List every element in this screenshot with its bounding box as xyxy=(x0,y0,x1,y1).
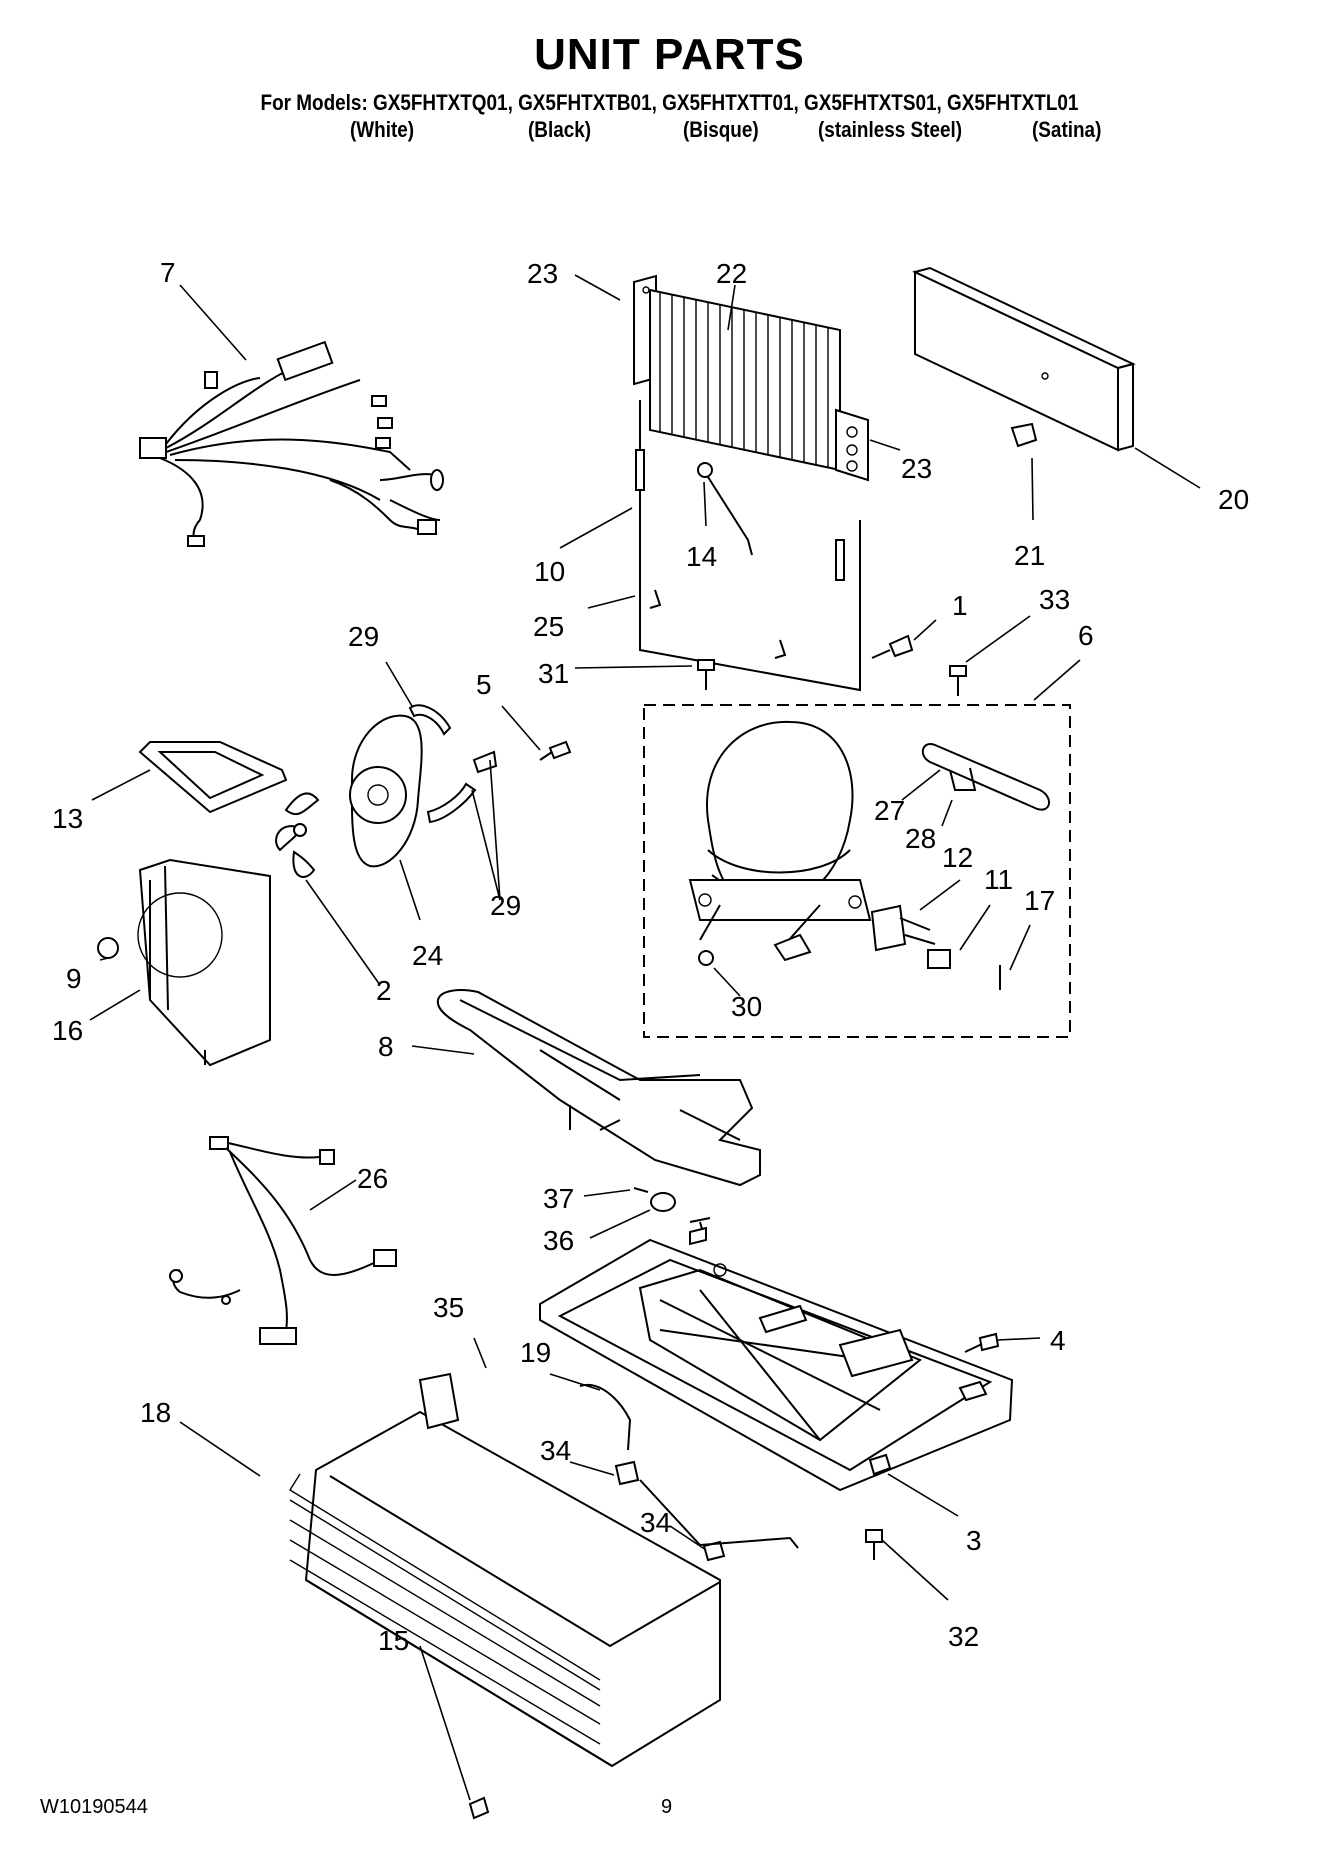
screw-part-32 xyxy=(865,1529,883,1560)
drain-pan-part-8 xyxy=(436,989,761,1187)
page-number: 9 xyxy=(661,1796,673,1818)
wire-harness-part-7 xyxy=(139,340,444,547)
callout-27: 27 xyxy=(874,795,905,826)
callout-23-top: 23 xyxy=(527,258,558,289)
base-plate-part-3 xyxy=(539,1217,1014,1492)
callout-33: 33 xyxy=(1039,584,1070,615)
doc-number: W10190544 xyxy=(40,1796,148,1818)
callout-10: 10 xyxy=(534,556,565,587)
callout-36: 36 xyxy=(543,1225,574,1256)
finish-stainless: (stainless Steel) xyxy=(818,117,963,142)
coil-part-18 xyxy=(289,1372,799,1820)
callout-15: 15 xyxy=(378,1625,409,1656)
callout-18: 18 xyxy=(140,1397,171,1428)
relay-part-12 xyxy=(870,904,1001,990)
callout-37: 37 xyxy=(543,1183,574,1214)
gasket-part-13 xyxy=(138,741,288,814)
callout-9: 9 xyxy=(66,963,82,994)
finish-satina: (Satina) xyxy=(1032,117,1102,142)
callout-3: 3 xyxy=(966,1525,982,1556)
compressor-part xyxy=(688,720,872,966)
callout-14: 14 xyxy=(686,541,717,572)
wire-harness-part-26 xyxy=(169,1136,397,1345)
fan-blade-part-2 xyxy=(275,792,320,878)
callout-31: 31 xyxy=(538,658,569,689)
callout-29-top: 29 xyxy=(348,621,379,652)
callout-26: 26 xyxy=(357,1163,388,1194)
screw-part-4 xyxy=(964,1332,1000,1353)
page-title: UNIT PARTS xyxy=(534,30,805,79)
callout-8: 8 xyxy=(378,1031,394,1062)
callout-20: 20 xyxy=(1218,484,1249,515)
finish-white: (White) xyxy=(350,117,415,142)
callout-leaders xyxy=(89,274,1201,1801)
callout-23-right: 23 xyxy=(901,453,932,484)
callout-19: 19 xyxy=(520,1337,551,1368)
condenser-part-22 xyxy=(633,274,869,692)
callout-17: 17 xyxy=(1024,885,1055,916)
callout-32: 32 xyxy=(948,1621,979,1652)
callout-16: 16 xyxy=(52,1015,83,1046)
brackets-part-29 xyxy=(408,704,498,824)
callout-29-bottom: 29 xyxy=(490,890,521,921)
callout-34-a: 34 xyxy=(540,1435,571,1466)
cover-part-20 xyxy=(912,266,1136,452)
callout-6: 6 xyxy=(1078,620,1094,651)
callout-34-b: 34 xyxy=(640,1507,671,1538)
callout-11: 11 xyxy=(984,864,1013,895)
callout-5: 5 xyxy=(476,669,492,700)
callout-13: 13 xyxy=(52,803,83,834)
callout-25: 25 xyxy=(533,611,564,642)
screws-1-33-31-5 xyxy=(539,634,967,761)
finish-bisque: (Bisque) xyxy=(683,117,759,142)
callout-24: 24 xyxy=(412,940,443,971)
finish-black: (Black) xyxy=(528,117,592,142)
shroud-part-16 xyxy=(97,858,271,1067)
callout-numbers: 7 23 22 23 20 21 10 14 25 1 33 6 31 29 5… xyxy=(52,257,1249,1656)
filter-drier-part-27 xyxy=(921,743,1050,811)
callout-22: 22 xyxy=(716,258,747,289)
callout-12: 12 xyxy=(942,842,973,873)
callout-2: 2 xyxy=(376,975,392,1006)
callout-21: 21 xyxy=(1014,540,1045,571)
grommet-part-36 xyxy=(633,1187,676,1212)
callout-4: 4 xyxy=(1050,1325,1066,1356)
callout-30: 30 xyxy=(731,991,762,1022)
callout-7: 7 xyxy=(160,257,176,288)
callout-1: 1 xyxy=(952,590,968,621)
compressor-group-box xyxy=(643,704,1071,1038)
fan-motor-part-24 xyxy=(349,714,423,868)
callout-28: 28 xyxy=(905,823,936,854)
callout-35: 35 xyxy=(433,1292,464,1323)
models-line: For Models: GX5FHTXTQ01, GX5FHTXTB01, GX… xyxy=(260,90,1079,115)
